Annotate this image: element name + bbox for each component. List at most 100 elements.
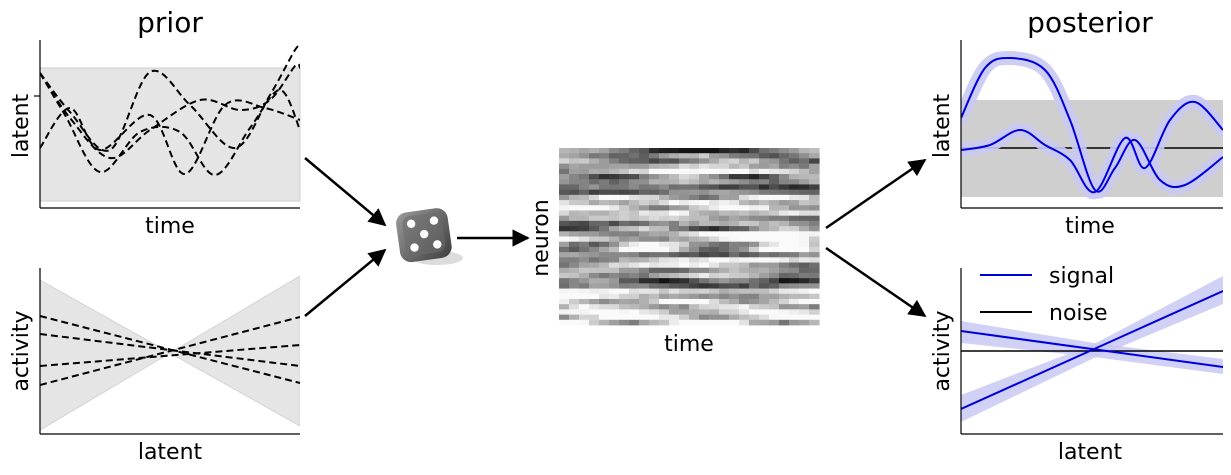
raster-cell — [669, 179, 680, 185]
raster-cell — [719, 304, 730, 310]
raster-cell — [759, 236, 770, 243]
raster-cell — [659, 319, 670, 326]
raster-cell — [669, 241, 680, 248]
prior-title: prior — [137, 6, 203, 39]
raster-image — [559, 148, 820, 326]
raster-cell — [779, 309, 790, 315]
raster-cell — [759, 215, 770, 222]
raster-cell — [799, 226, 810, 232]
arrow-prior-activity-to-dice — [304, 248, 387, 317]
raster-cell — [689, 189, 700, 196]
raster-cell — [799, 293, 810, 300]
raster-cell — [609, 252, 620, 258]
prior-latent-sample-4 — [40, 72, 300, 177]
raster-cell — [619, 194, 630, 201]
raster-cell — [699, 288, 710, 295]
posterior-activity-signal-2 — [961, 290, 1223, 410]
raster-cell — [759, 262, 770, 269]
raster-cell — [569, 246, 580, 253]
raster-cell — [709, 200, 720, 206]
raster-cell — [719, 283, 730, 289]
raster-cell — [749, 158, 760, 165]
raster-cell — [639, 236, 650, 243]
raster-cell — [619, 298, 630, 305]
raster-cell — [719, 153, 730, 159]
raster-cell — [699, 319, 710, 326]
raster-cell — [799, 262, 810, 269]
raster-cell — [559, 304, 570, 310]
raster-cell — [809, 319, 820, 326]
raster-cell — [669, 293, 680, 300]
raster-cell — [649, 189, 660, 196]
raster-cell — [719, 220, 730, 227]
raster-cell — [679, 210, 690, 217]
prior-latent-band — [39, 67, 301, 202]
raster-cell — [709, 236, 720, 243]
raster-cell — [579, 163, 590, 170]
raster-cell — [579, 231, 590, 237]
raster-cell — [659, 179, 670, 185]
raster-cell — [589, 293, 600, 300]
raster-cell — [779, 210, 790, 217]
raster-cell — [749, 174, 760, 180]
raster-cell — [669, 298, 680, 305]
raster-cell — [619, 215, 630, 222]
dice-pip — [420, 229, 429, 239]
raster-cell — [709, 241, 720, 248]
raster-cell — [709, 163, 720, 170]
raster-cell — [719, 288, 730, 295]
raster-cell — [729, 174, 740, 180]
raster-cell — [649, 278, 660, 284]
raster-cell — [729, 168, 740, 175]
raster-cell — [649, 267, 660, 274]
raster-cell — [589, 205, 600, 211]
legend-signal-label: signal — [1049, 264, 1114, 289]
raster-cell — [809, 298, 820, 305]
raster-cell — [709, 194, 720, 201]
raster-cell — [799, 158, 810, 165]
raster-cell — [649, 148, 660, 154]
raster-cell — [779, 220, 790, 227]
raster-cell — [739, 304, 750, 310]
raster-cell — [579, 179, 590, 185]
raster-cell — [669, 189, 680, 196]
raster-cell — [809, 194, 820, 201]
raster-cell — [589, 215, 600, 222]
raster-cell — [619, 220, 630, 227]
raster-cell — [639, 293, 650, 300]
raster-cell — [739, 267, 750, 274]
raster-cell — [719, 278, 730, 284]
raster-cell — [619, 184, 630, 191]
raster-cell — [649, 252, 660, 258]
raster-cell — [769, 293, 780, 300]
raster-cell — [809, 226, 820, 232]
raster-cell — [559, 309, 570, 315]
raster-cell — [739, 158, 750, 165]
raster-cell — [559, 283, 570, 289]
raster-cell — [689, 272, 700, 279]
raster-cell — [799, 205, 810, 211]
raster-cell — [789, 174, 800, 180]
raster-cell — [589, 179, 600, 185]
raster-cell — [769, 298, 780, 305]
raster-cell — [589, 278, 600, 284]
raster-cell — [649, 319, 660, 326]
raster-cell — [569, 153, 580, 159]
raster-cell — [759, 205, 770, 211]
raster-cell — [689, 246, 700, 253]
raster-cell — [649, 205, 660, 211]
raster-cell — [689, 220, 700, 227]
raster-cell — [749, 241, 760, 248]
dice-pip — [406, 219, 416, 229]
raster-cell — [779, 184, 790, 191]
raster-cell — [619, 272, 630, 279]
raster-cell — [789, 205, 800, 211]
raster-cell — [579, 148, 590, 154]
raster-cell — [799, 168, 810, 175]
raster-cell — [629, 200, 640, 206]
raster-cell — [709, 319, 720, 326]
raster-cell — [769, 215, 780, 222]
raster-cell — [619, 236, 630, 243]
raster-cell — [809, 163, 820, 170]
raster-cell — [629, 272, 640, 279]
